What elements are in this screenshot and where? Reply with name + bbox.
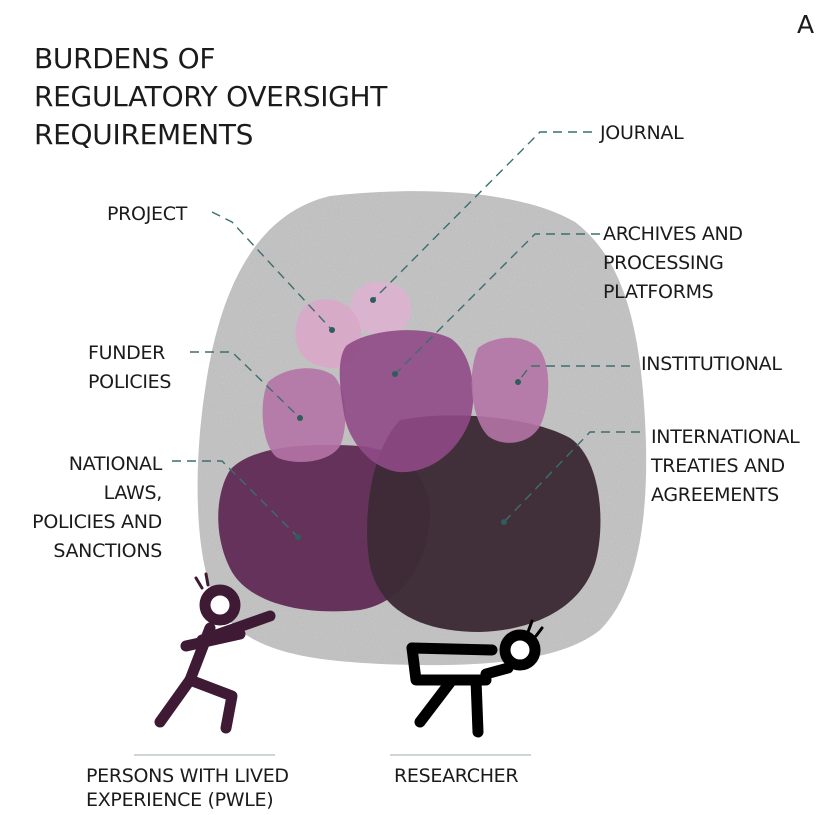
pwle-effort-icon: [194, 572, 210, 590]
researcher-figure-icon: [406, 629, 541, 738]
title-line: REGULATORY OVERSIGHT: [34, 80, 388, 113]
leader-archives: [394, 233, 600, 375]
label-journal: JOURNAL: [600, 122, 684, 144]
label-pwle: PERSONS WITH LIVED EXPERIENCE (PWLE): [86, 765, 289, 811]
shape-journal: [349, 282, 411, 335]
label-international: INTERNATIONAL TREATIES AND AGREEMENTS: [651, 426, 800, 506]
shape-institutional: [471, 337, 549, 443]
label-institutional: INSTITUTIONAL: [641, 353, 782, 375]
label-funder: FUNDER POLICIES: [88, 342, 172, 393]
title-line: BURDENS OF: [34, 42, 216, 75]
leader-journal: [372, 131, 592, 301]
dot-international: [501, 519, 507, 525]
dot-national: [295, 534, 301, 540]
leader-project: [211, 211, 333, 331]
panel-letter: A: [797, 10, 814, 39]
dot-institutional: [515, 379, 521, 385]
dot-journal: [370, 297, 376, 303]
leader-institutional: [517, 365, 630, 383]
title-line: REQUIREMENTS: [34, 118, 254, 151]
shape-archives: [339, 330, 474, 473]
label-project: PROJECT: [107, 203, 187, 225]
dot-archives: [392, 371, 398, 377]
leader-funder: [190, 351, 301, 419]
diagram-title: BURDENS OF REGULATORY OVERSIGHT REQUIREM…: [34, 40, 464, 154]
dot-project: [329, 327, 335, 333]
label-archives: ARCHIVES AND PROCESSING PLATFORMS: [603, 223, 743, 303]
leader-international: [503, 431, 640, 523]
label-national: NATIONAL LAWS, POLICIES AND SANCTIONS: [32, 453, 162, 562]
label-researcher: RESEARCHER: [394, 765, 519, 787]
leader-national: [172, 460, 299, 538]
dot-funder: [297, 415, 303, 421]
pwle-figure-icon: [154, 584, 276, 734]
researcher-effort-icon: [526, 619, 544, 638]
shape-international: [367, 415, 601, 632]
shape-funder: [262, 368, 346, 462]
